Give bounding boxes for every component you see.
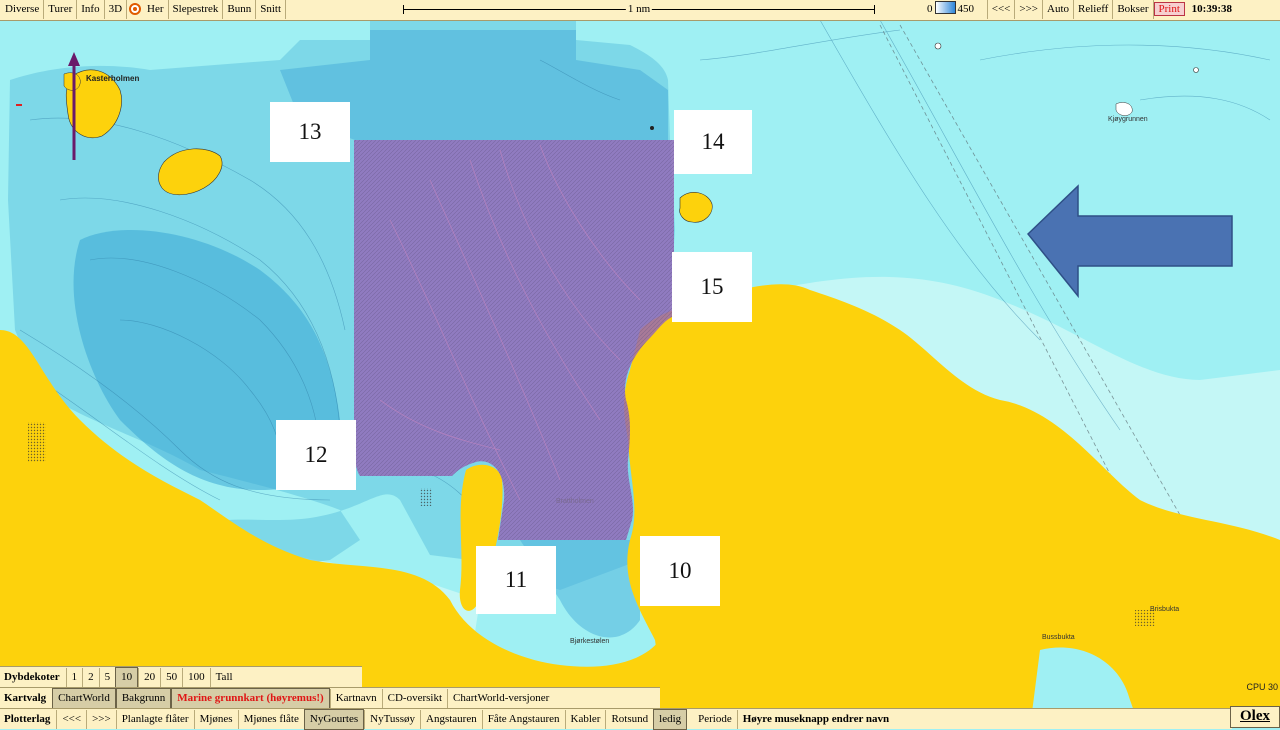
land-headland-bottomright xyxy=(1030,647,1140,728)
scale-tick-right xyxy=(874,5,875,14)
depth-max-label: 450 xyxy=(957,3,975,15)
area-label-15: 15 xyxy=(672,252,752,322)
survey-area-texture xyxy=(354,140,674,540)
scale-tick-left xyxy=(403,5,404,14)
plotterlag-title: Plotterlag xyxy=(4,713,51,725)
bokser-button[interactable]: Bokser xyxy=(1113,0,1154,19)
map-canvas[interactable] xyxy=(0,20,1280,728)
menu-bunn-button[interactable]: Bunn xyxy=(223,0,257,19)
scale-label: 1 nm xyxy=(625,0,653,19)
plotterlag-nygourtes[interactable]: NyGourtes xyxy=(303,709,365,730)
position-target-icon[interactable] xyxy=(129,3,142,15)
plotterlag-next[interactable]: >>> xyxy=(86,710,116,729)
place-brisbukta: Brisbukta xyxy=(1150,606,1180,613)
dybdekoter-option-1[interactable]: 1 xyxy=(65,668,83,687)
plotterlag-planlagte-flater[interactable]: Planlagte flåter xyxy=(115,710,194,729)
olex-brand-button[interactable]: Olex xyxy=(1230,706,1280,728)
relieff-button[interactable]: Relieff xyxy=(1074,0,1114,19)
land-island-bottomright xyxy=(1167,596,1243,690)
dybdekoter-option-10[interactable]: 10 xyxy=(115,667,139,688)
kartvalg-title: Kartvalg xyxy=(4,692,47,704)
kartvalg-kartnavn[interactable]: Kartnavn xyxy=(329,689,382,708)
menu-info-button[interactable]: Info xyxy=(77,0,105,19)
area-label-10: 10 xyxy=(640,536,720,606)
zoom-out-button[interactable]: <<< xyxy=(986,0,1016,19)
area-label-12: 12 xyxy=(276,420,356,490)
place-kasterholmen: Kasterholmen xyxy=(86,74,140,83)
place-brattholmen: Brattholmen xyxy=(556,498,594,505)
land-southeast-mainland xyxy=(624,284,1280,728)
depth-min-label: 0 xyxy=(927,3,933,15)
kartvalg-chartworld-versjoner[interactable]: ChartWorld-versjoner xyxy=(447,689,554,708)
land-peninsula-spit xyxy=(459,464,503,611)
auto-button[interactable]: Auto xyxy=(1043,0,1074,19)
buoy-marker-2 xyxy=(1193,67,1199,73)
north-arrow-head xyxy=(68,52,80,66)
kartvalg-marine-grunnkart[interactable]: Marine grunnkart (høyremus!) xyxy=(171,688,330,709)
area-label-11: 11 xyxy=(476,546,556,614)
area-label-13: 13 xyxy=(270,102,350,162)
kartvalg-bakgrunn[interactable]: Bakgrunn xyxy=(115,688,172,709)
dybdekoter-option-2[interactable]: 2 xyxy=(82,668,99,687)
plotterlag-fate-angstauren[interactable]: Fåte Angstauren xyxy=(481,710,565,729)
cpu-indicator: CPU 30 xyxy=(1246,682,1278,692)
land-southwest xyxy=(0,330,660,728)
plotterlag-mjones-flate[interactable]: Mjønes flåte xyxy=(237,710,304,729)
marsh-area-3 xyxy=(1135,610,1155,626)
chart-map[interactable]: 13 14 15 12 11 10 Kasterholmen Kjøygrunn… xyxy=(0,20,1280,728)
marsh-area-2 xyxy=(420,488,432,506)
land-island-east xyxy=(679,192,713,223)
place-bussbukta: Bussbukta xyxy=(1042,634,1075,641)
print-button[interactable]: Print xyxy=(1153,2,1185,16)
dybdekoter-option-50[interactable]: 50 xyxy=(160,668,182,687)
menu-3d-button[interactable]: 3D xyxy=(105,0,128,19)
marsh-area-1 xyxy=(28,422,46,462)
dybdekoter-title: Dybdekoter xyxy=(4,671,60,683)
clock: 10:39:38 xyxy=(1191,3,1232,15)
plotterlag-kabler[interactable]: Kabler xyxy=(564,710,606,729)
rock-marker xyxy=(650,126,654,130)
scale-bar: 1 nm xyxy=(403,0,875,20)
menu-snitt-button[interactable]: Snitt xyxy=(256,0,287,19)
plotterlag-hint: Høyre museknapp endrer navn xyxy=(736,710,894,729)
direction-arrow xyxy=(1026,184,1233,299)
land-islet-small xyxy=(63,72,81,91)
survey-contours xyxy=(379,144,641,501)
islet-kjoy xyxy=(1115,102,1133,116)
plotterlag-nytussoy[interactable]: NyTussøy xyxy=(364,710,420,729)
red-marker xyxy=(16,104,22,106)
place-kjoygrunnen: Kjøygrunnen xyxy=(1108,116,1148,123)
menu-slepestrek-button[interactable]: Slepestrek xyxy=(169,0,224,19)
land-kasterholmen xyxy=(65,69,122,138)
dybdekoter-option-tall[interactable]: Tall xyxy=(209,668,238,687)
zoom-in-button[interactable]: >>> xyxy=(1015,0,1043,19)
kartvalg-chartworld[interactable]: ChartWorld xyxy=(52,688,116,709)
dybdekoter-option-5[interactable]: 5 xyxy=(98,668,116,687)
menu-turer-button[interactable]: Turer xyxy=(44,0,78,19)
buoy-marker-1 xyxy=(934,42,942,50)
plotterlag-ledig[interactable]: ledig xyxy=(653,709,688,730)
kartvalg-cd-oversikt[interactable]: CD-oversikt xyxy=(381,689,447,708)
bathymetry-top xyxy=(280,30,668,140)
plotterlag-prev[interactable]: <<< xyxy=(56,710,86,729)
area-label-14: 14 xyxy=(674,110,752,174)
land-island-mid xyxy=(158,148,223,196)
depth-gradient-swatch[interactable] xyxy=(934,1,956,14)
plotterlag-periode[interactable]: Periode xyxy=(698,713,732,725)
dybdekoter-option-20[interactable]: 20 xyxy=(138,668,160,687)
menu-her-button[interactable]: Her xyxy=(143,0,169,19)
plotterlag-angstauren[interactable]: Angstauren xyxy=(420,710,482,729)
plotterlag-mjones[interactable]: Mjønes xyxy=(193,710,238,729)
menu-diverse-button[interactable]: Diverse xyxy=(0,0,45,19)
place-bjorkestolen: Bjørkestølen xyxy=(570,638,610,645)
plotterlag-rotsund[interactable]: Rotsund xyxy=(605,710,653,729)
bathymetry-deep xyxy=(73,230,341,490)
dybdekoter-option-100[interactable]: 100 xyxy=(182,668,210,687)
